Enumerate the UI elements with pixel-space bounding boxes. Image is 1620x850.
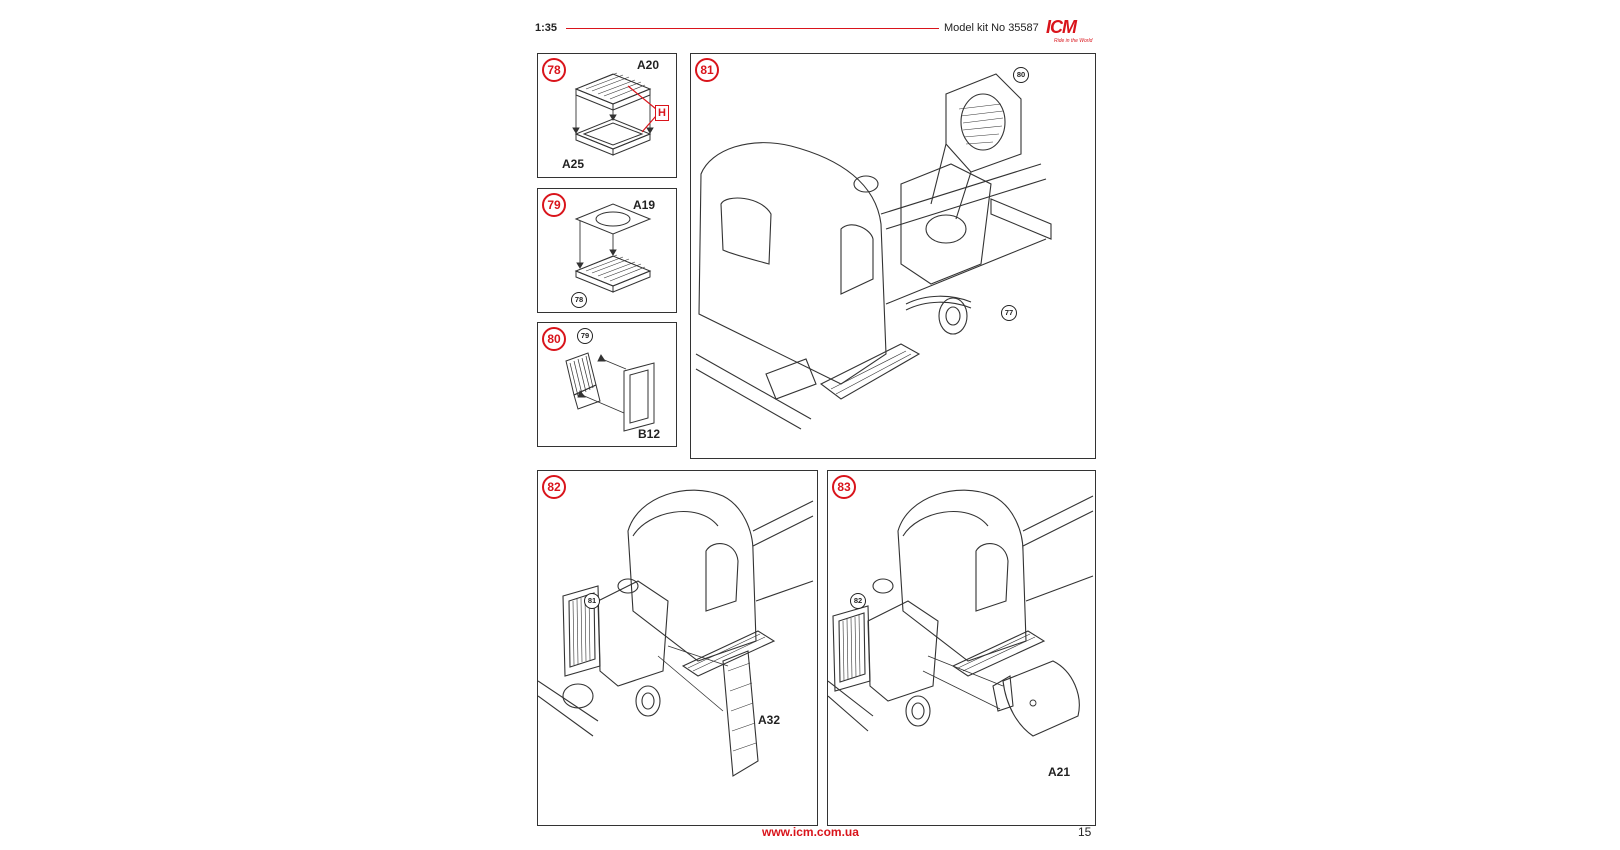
step-81-badge: 81 [695,58,719,82]
step-78-badge: 78 [542,58,566,82]
part-label-a20: A20 [637,58,660,72]
step-83-panel: 83 82 A21 [827,470,1096,826]
part-label-a25: A25 [562,157,585,171]
ref-81-badge: 81 [584,593,600,609]
step-80-badge: 80 [542,327,566,351]
step-78-drawing [572,72,657,156]
step-79-panel: 79 A19 78 [537,188,677,313]
step-80-panel: 80 79 B12 [537,322,677,447]
step-80-drawing [565,352,655,432]
step-79-drawing [574,203,652,293]
ref-80-badge: 80 [1013,67,1029,83]
step-82-drawing [538,489,814,777]
part-label-a32: A32 [758,713,781,727]
scale-label: 1:35 [535,22,558,34]
icm-logo: ICM [1046,17,1077,37]
model-kit-number: Model kit No 35587 [944,22,1039,34]
step-78-panel: 78 A20 A25 H [537,53,677,178]
step-82-panel: 82 81 A32 [537,470,818,826]
step-83-drawing [828,489,1094,737]
paint-code-h: H [655,105,669,121]
step-81-panel: 81 80 77 [690,53,1096,459]
header-rule [566,28,939,30]
footer-url[interactable]: www.icm.com.ua [762,825,859,839]
part-label-b12: B12 [638,427,661,441]
step-83-badge: 83 [832,475,856,499]
part-label-a19: A19 [633,198,656,212]
step-81-drawing [695,73,1052,430]
logo-tagline: Ride in the World [1054,38,1093,44]
page-number: 15 [1078,825,1092,839]
step-82-badge: 82 [542,475,566,499]
ref-82-badge: 82 [850,593,866,609]
step-79-badge: 79 [542,193,566,217]
ref-79-badge: 79 [577,328,593,344]
ref-78-badge: 78 [571,292,587,308]
part-label-a21: A21 [1048,765,1071,779]
ref-77-badge: 77 [1001,305,1017,321]
